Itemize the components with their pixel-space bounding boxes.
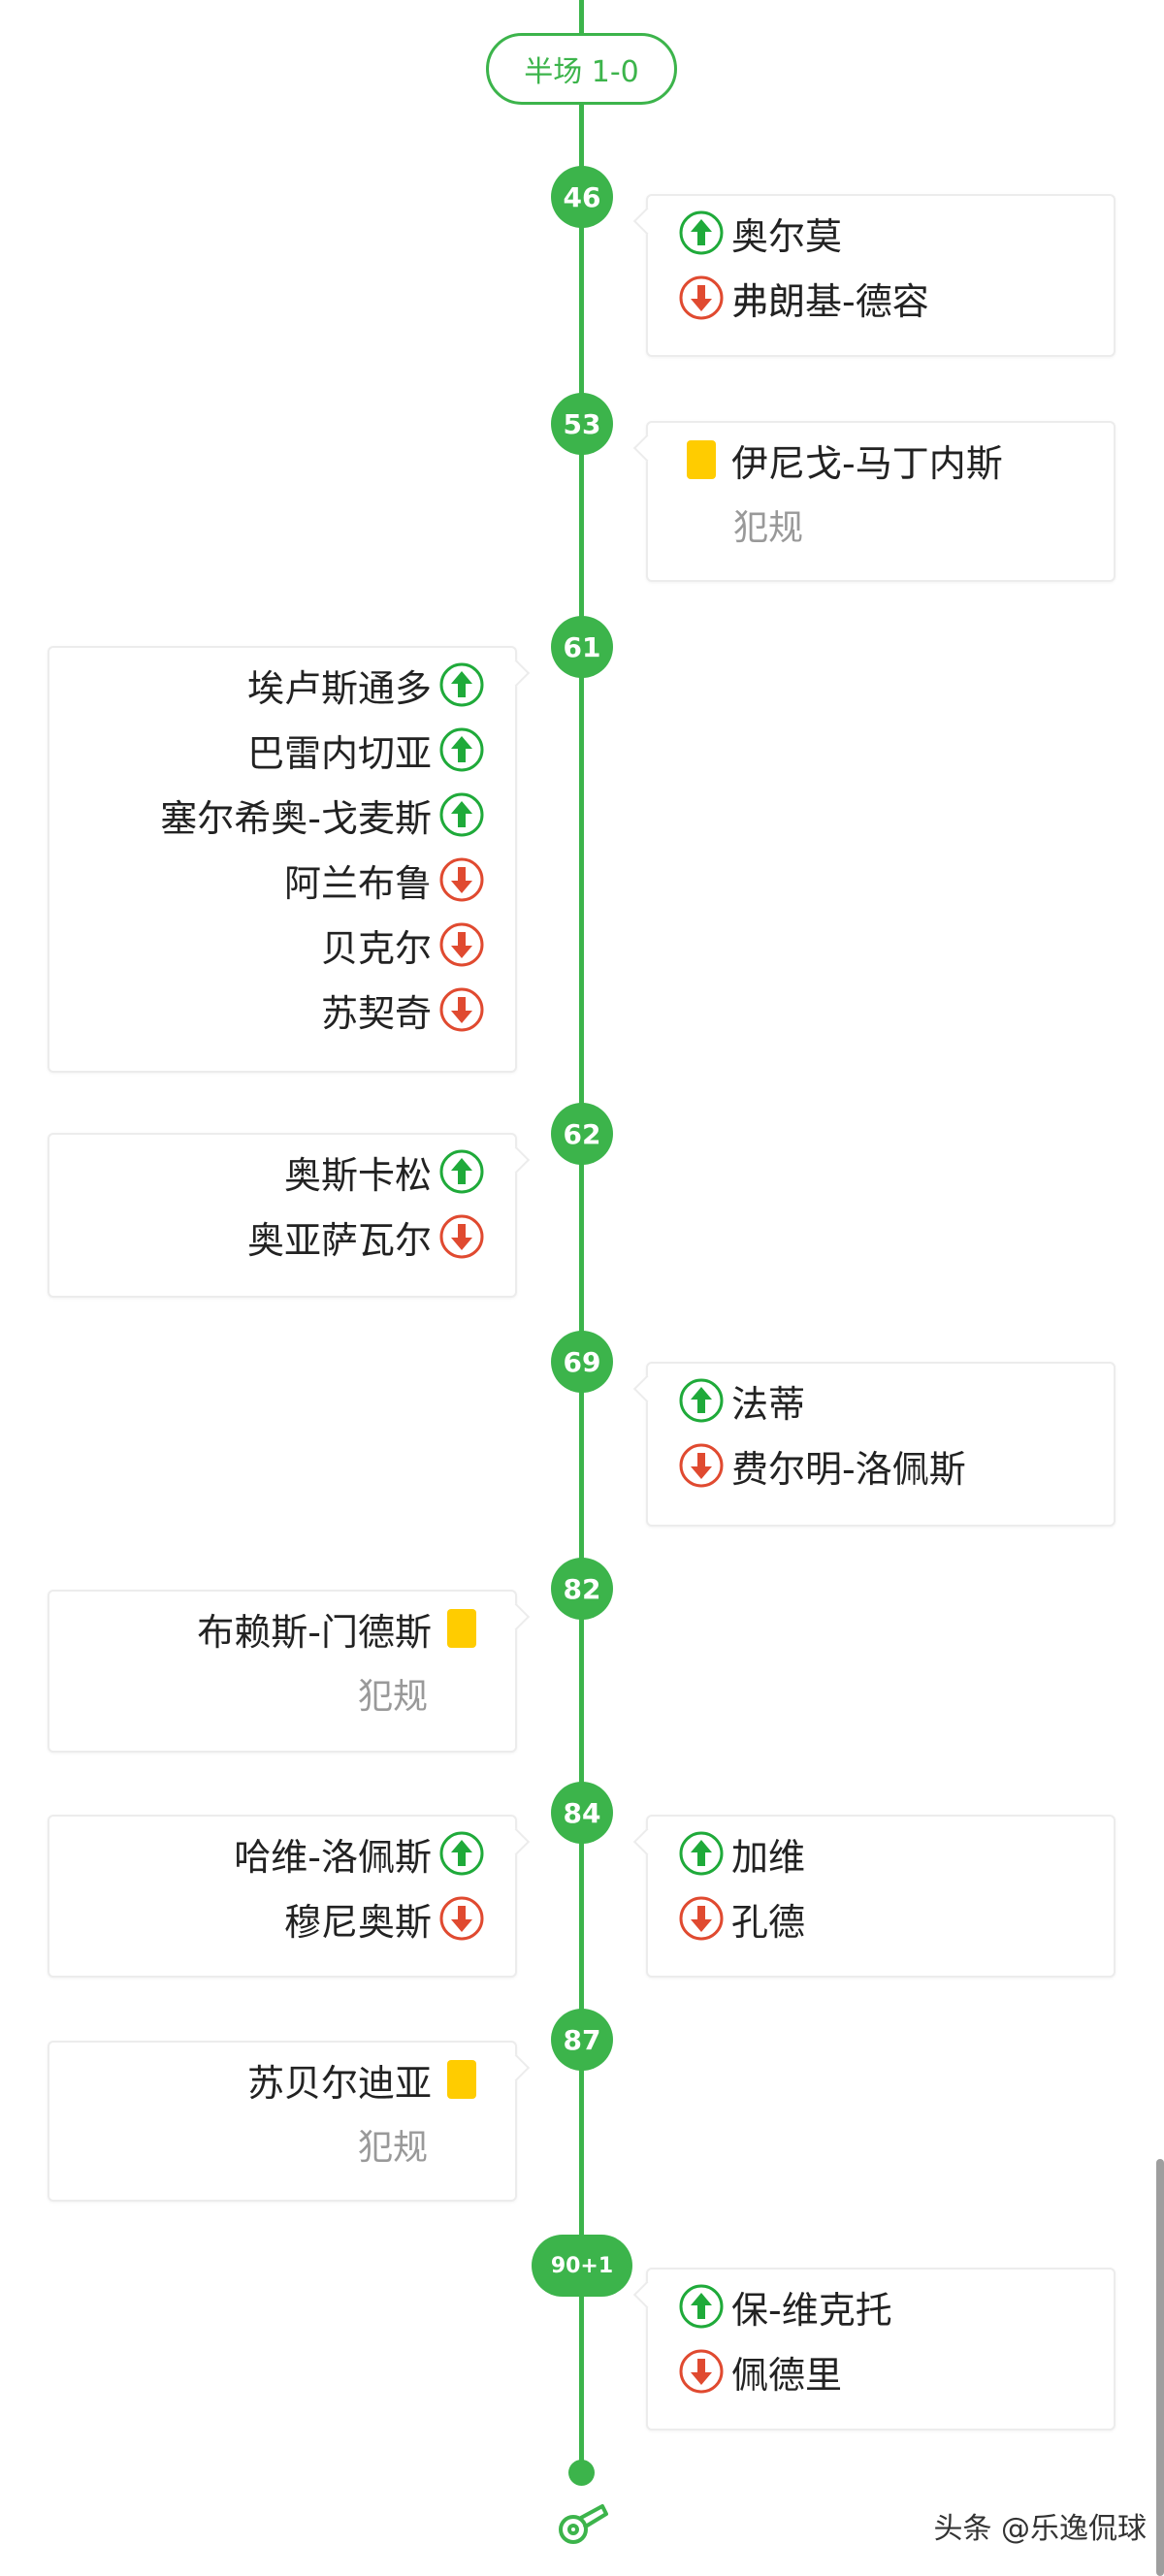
player-name: 塞尔希奥-戈麦斯: [160, 796, 432, 840]
sub-in-row: 塞尔希奥-戈麦斯: [160, 788, 486, 842]
sub-out-icon: [437, 920, 486, 969]
player-name: 弗朗基-德容: [731, 279, 929, 323]
left-event-card: 哈维-洛佩斯穆尼奥斯: [48, 1815, 517, 1978]
player-name: 埃卢斯通多: [246, 666, 432, 710]
sub-out-row: 孔德: [677, 1891, 805, 1946]
sub-out-icon: [677, 274, 726, 322]
player-name: 佩德里: [731, 2353, 843, 2397]
sub-in-icon: [437, 1829, 486, 1878]
booking-reason: 犯规: [357, 2128, 428, 2168]
sub-out-icon: [437, 855, 486, 904]
player-name: 哈维-洛佩斯: [234, 1835, 432, 1879]
sub-in-row: 埃卢斯通多: [247, 658, 486, 712]
sub-in-icon: [437, 1147, 486, 1196]
sub-out-icon: [677, 2347, 726, 2396]
minute-badge: 84: [551, 1782, 613, 1844]
minute-badge: 69: [551, 1331, 613, 1393]
player-name: 布赖斯-门德斯: [197, 1610, 432, 1654]
left-event-card: 埃卢斯通多巴雷内切亚塞尔希奥-戈麦斯阿兰布鲁贝克尔苏契奇: [48, 646, 517, 1073]
player-name: 苏贝尔迪亚: [246, 2061, 432, 2105]
sub-in-icon: [437, 790, 486, 839]
player-name: 苏契奇: [320, 991, 432, 1035]
sub-out-row: 弗朗基-德容: [677, 271, 929, 325]
sub-out-row: 费尔明-洛佩斯: [677, 1438, 966, 1493]
sub-out-row: 穆尼奥斯: [284, 1891, 486, 1946]
sub-out-row: 苏契奇: [321, 982, 486, 1037]
minute-badge: 53: [551, 393, 613, 455]
sub-out-row: 佩德里: [677, 2344, 842, 2399]
sub-out-icon: [437, 985, 486, 1034]
minute-badge: 82: [551, 1558, 613, 1620]
sub-in-icon: [677, 2282, 726, 2331]
player-name: 阿兰布鲁: [283, 861, 432, 905]
sub-out-icon: [677, 1441, 726, 1490]
left-event-card: 苏贝尔迪亚犯规: [48, 2041, 517, 2202]
player-name: 贝克尔: [320, 926, 432, 970]
sub-out-icon: [437, 1212, 486, 1261]
sub-out-row: 贝克尔: [321, 918, 486, 972]
sub-in-row: 保-维克托: [677, 2279, 892, 2334]
sub-in-icon: [677, 1376, 726, 1425]
right-event-card: 奥尔莫弗朗基-德容: [646, 194, 1116, 357]
sub-in-icon: [437, 725, 486, 774]
minute-badge: 46: [551, 166, 613, 228]
booking-row: 伊尼戈-马丁内斯: [677, 433, 1003, 487]
sub-in-row: 哈维-洛佩斯: [234, 1826, 486, 1881]
watermark: 头条 @乐逸侃球: [933, 2512, 1147, 2546]
whistle-icon: [552, 2493, 612, 2553]
player-name: 孔德: [731, 1900, 806, 1944]
timeline-line: [579, 0, 584, 2471]
right-event-card: 加维孔德: [646, 1815, 1116, 1978]
player-name: 穆尼奥斯: [283, 1900, 432, 1944]
scrollbar[interactable]: [1156, 2159, 1164, 2576]
booking-reason: 犯规: [357, 1677, 428, 1717]
sub-in-row: 奥尔莫: [677, 206, 842, 260]
sub-out-icon: [437, 1894, 486, 1943]
right-event-card: 法蒂费尔明-洛佩斯: [646, 1362, 1116, 1527]
halftime-score-pill: 半场 1-0: [486, 33, 677, 105]
player-name: 加维: [731, 1835, 806, 1879]
left-event-card: 布赖斯-门德斯犯规: [48, 1590, 517, 1753]
left-event-card: 奥斯卡松奥亚萨瓦尔: [48, 1133, 517, 1298]
minute-badge: 87: [551, 2009, 613, 2071]
sub-out-row: 阿兰布鲁: [284, 853, 486, 907]
sub-in-row: 法蒂: [677, 1373, 805, 1428]
sub-out-icon: [677, 1894, 726, 1943]
sub-in-icon: [437, 660, 486, 709]
sub-in-icon: [677, 209, 726, 257]
right-event-card: 伊尼戈-马丁内斯犯规: [646, 421, 1116, 582]
booking-row: 苏贝尔迪亚: [247, 2052, 486, 2107]
yellow-card-icon: [687, 440, 716, 479]
sub-in-row: 巴雷内切亚: [247, 723, 486, 777]
right-event-card: 保-维克托佩德里: [646, 2268, 1116, 2431]
sub-in-row: 奥斯卡松: [284, 1144, 486, 1199]
player-name: 奥尔莫: [731, 214, 843, 258]
player-name: 保-维克托: [731, 2288, 892, 2332]
sub-in-row: 加维: [677, 1826, 805, 1881]
sub-in-icon: [677, 1829, 726, 1878]
booking-reason: 犯规: [733, 508, 804, 548]
player-name: 奥斯卡松: [283, 1153, 432, 1197]
player-name: 奥亚萨瓦尔: [246, 1218, 432, 1262]
booking-row: 布赖斯-门德斯: [197, 1601, 486, 1656]
yellow-card-icon: [447, 2060, 476, 2099]
yellow-card-icon: [447, 1609, 476, 1648]
minute-badge: 90+1: [532, 2235, 632, 2297]
minute-badge: 62: [551, 1103, 613, 1165]
player-name: 法蒂: [731, 1382, 806, 1426]
minute-badge: 61: [551, 616, 613, 678]
player-name: 伊尼戈-马丁内斯: [731, 441, 1003, 485]
player-name: 巴雷内切亚: [246, 731, 432, 775]
sub-out-row: 奥亚萨瓦尔: [247, 1209, 486, 1264]
player-name: 费尔明-洛佩斯: [731, 1447, 966, 1491]
timeline-end-dot: [568, 2460, 595, 2486]
